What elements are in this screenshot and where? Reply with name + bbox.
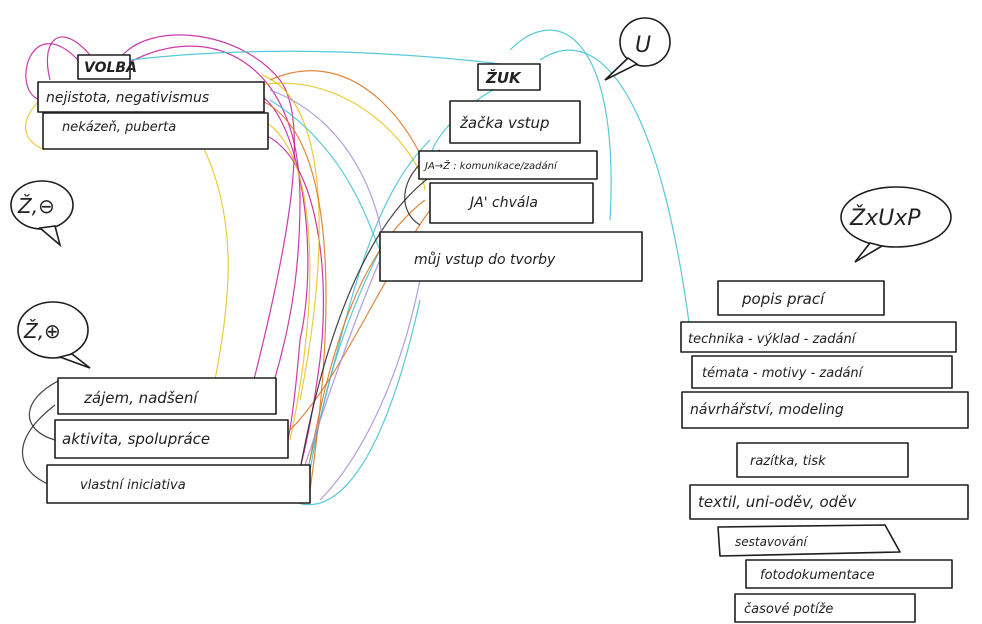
connector-magenta-3 (259, 94, 309, 441)
connector-cyan-3 (509, 29, 612, 221)
node-textil-label: textil, uni-oděv, oděv (698, 493, 857, 511)
bubble-u: U (604, 17, 671, 81)
connector-magenta-6 (46, 36, 91, 81)
bubble-z-plus: Ž,⊕ (17, 301, 91, 369)
connector-yellow-1 (261, 74, 320, 401)
connector-magenta-2 (129, 45, 301, 396)
node-muj-vstup-label: můj vstup do tvorby (414, 252, 556, 268)
node-zuk-label: ŽUK (485, 68, 522, 87)
node-muj-vstup: můj vstup do tvorby (379, 231, 643, 282)
bubble-z-minus: Ž,⊖ (10, 180, 74, 248)
connector-cyan-1 (129, 50, 511, 66)
node-technika: technika - výklad - zadání (680, 321, 957, 353)
node-casove-potize-label: časové potíže (744, 602, 833, 617)
connector-cyan-2 (539, 49, 691, 331)
node-temata-label: témata - motivy - zadání (702, 366, 865, 381)
node-iniciativa-label: vlastní iniciativa (80, 478, 186, 493)
connector-yellow-3 (25, 99, 46, 151)
connector-black-2 (28, 379, 61, 441)
node-navrharstvi-label: návrhářství, modeling (690, 402, 844, 418)
node-zajem-label: zájem, nadšení (83, 389, 199, 407)
node-popis-praci-label: popis prací (741, 290, 826, 308)
bubble-z-minus-label: Ž,⊖ (17, 194, 55, 218)
node-razitka: razítka, tisk (736, 442, 909, 478)
node-ja-chvala: JA' chvála (429, 182, 594, 224)
node-nekazen-label: nekázeň, puberta (62, 120, 176, 135)
node-technika-label: technika - výklad - zadání (688, 332, 858, 347)
bubble-zxuxp-label: ŽxUxP (849, 205, 921, 231)
connector-black-3 (21, 404, 56, 486)
node-fotodokumentace-label: fotodokumentace (760, 568, 875, 583)
node-nejistota-label: nejistota, negativismus (46, 90, 209, 106)
connector-orange-3 (259, 99, 327, 491)
node-volba: VOLBA (77, 54, 137, 80)
connector-magenta-4 (264, 134, 325, 469)
connector-black-4 (299, 169, 441, 471)
connector-violet-3 (319, 279, 421, 501)
node-popis-praci: popis prací (717, 280, 885, 316)
bubble-z-plus-label: Ž,⊕ (23, 319, 61, 343)
connector-orange-1 (309, 199, 426, 461)
connector-yellow-2 (261, 119, 311, 441)
connector-violet-2 (269, 89, 386, 256)
node-razitka-label: razítka, tisk (750, 454, 826, 469)
node-aktivita-label: aktivita, spolupráce (62, 430, 210, 448)
node-volba-label: VOLBA (84, 60, 137, 76)
bubble-u-label: U (635, 33, 651, 58)
node-zacka-vstup: žačka vstup (449, 100, 581, 144)
connector-cyan-8 (289, 299, 421, 506)
node-casove-potize: časové potíže (734, 593, 916, 623)
connector-yellow-5 (199, 139, 229, 381)
node-textil: textil, uni-oděv, oděv (689, 484, 969, 520)
node-nejistota: nejistota, negativismus (37, 81, 265, 113)
node-ja-chvala-label: JA' chvála (467, 195, 538, 211)
node-iniciativa: vlastní iniciativa (46, 464, 311, 504)
node-ja-komunikace: JA→Ž : komunikace/zadání (418, 150, 598, 180)
node-ja-komunikace-label: JA→Ž : komunikace/zadání (423, 159, 558, 172)
node-fotodokumentace: fotodokumentace (745, 559, 953, 589)
node-zacka-vstup-label: žačka vstup (459, 114, 550, 132)
node-aktivita: aktivita, spolupráce (54, 419, 289, 459)
node-zajem: zájem, nadšení (57, 377, 277, 415)
node-sestavovani-label: sestavování (735, 535, 808, 549)
connector-violet-1 (299, 259, 381, 481)
node-navrharstvi: návrhářství, modeling (681, 391, 969, 429)
connector-magenta-5 (119, 34, 296, 396)
bubble-zxuxp: ŽxUxP (840, 186, 952, 263)
node-nekazen: nekázeň, puberta (42, 112, 269, 150)
connector-yellow-4 (259, 82, 426, 191)
node-sestavovani: sestavování (717, 524, 901, 557)
connector-magenta-1 (25, 43, 79, 101)
node-temata: témata - motivy - zadání (691, 355, 953, 389)
node-zuk: ŽUK (477, 63, 541, 91)
